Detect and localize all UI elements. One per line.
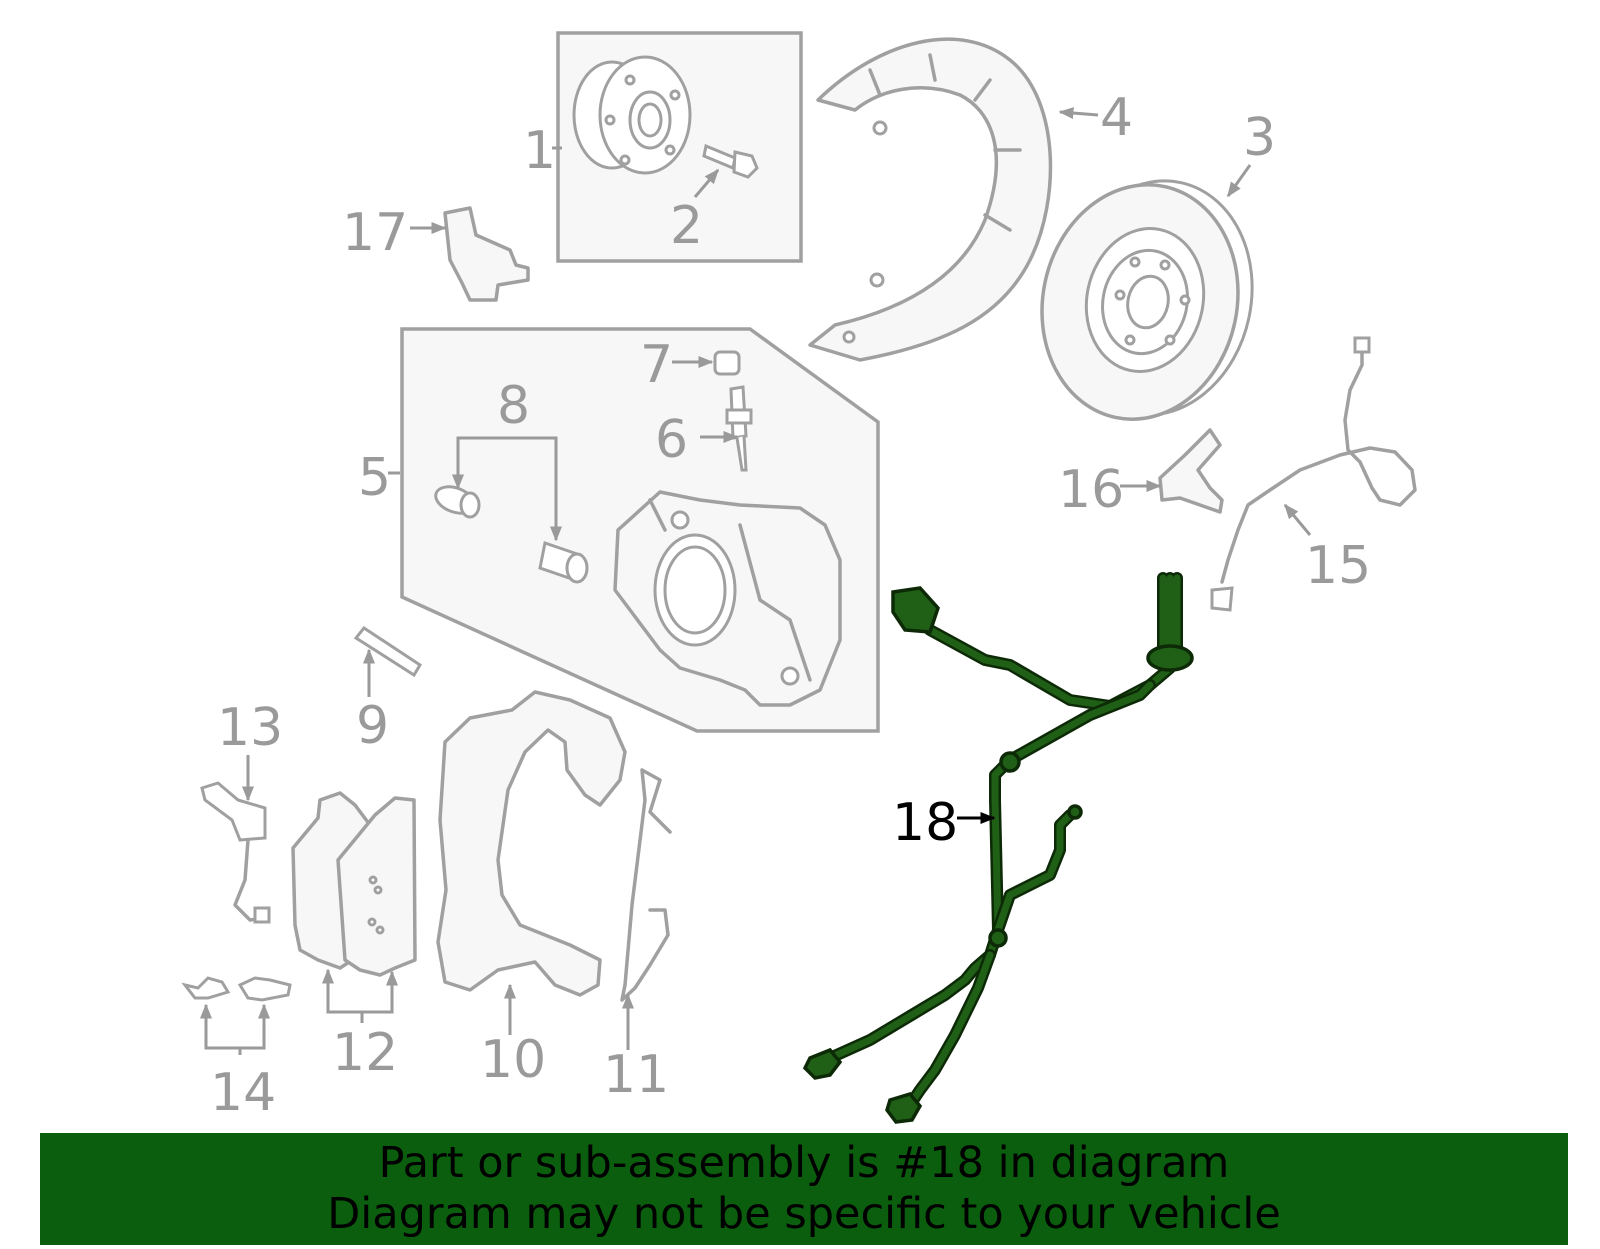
brake-rotor-part bbox=[1040, 179, 1254, 421]
part-label-3: 3 bbox=[1243, 108, 1276, 168]
part-label-9: 9 bbox=[356, 696, 389, 756]
part-label-17: 17 bbox=[342, 203, 408, 263]
part-label-14: 14 bbox=[210, 1063, 276, 1123]
bushing-part bbox=[434, 485, 589, 584]
splash-shield-part bbox=[808, 37, 1053, 362]
part-label-15: 15 bbox=[1305, 536, 1371, 596]
bolt-part bbox=[702, 143, 759, 179]
part-label-5: 5 bbox=[358, 448, 391, 508]
info-banner: Part or sub-assembly is #18 in diagram D… bbox=[40, 1133, 1568, 1245]
hub-assembly-group bbox=[556, 31, 803, 263]
pin-part bbox=[353, 625, 423, 678]
part-label-12: 12 bbox=[332, 1023, 398, 1083]
sensor-part bbox=[443, 206, 530, 302]
brake-pads-part bbox=[291, 791, 417, 977]
part-label-16: 16 bbox=[1058, 460, 1124, 520]
banner-line-1: Part or sub-assembly is #18 in diagram bbox=[378, 1138, 1230, 1188]
part-label-11: 11 bbox=[603, 1045, 669, 1105]
part-label-8: 8 bbox=[497, 376, 530, 436]
caliper-part bbox=[613, 490, 842, 707]
wheel-hub-part bbox=[572, 55, 692, 175]
leader-lines bbox=[200, 107, 1312, 1055]
banner-line-2: Diagram may not be specific to your vehi… bbox=[327, 1189, 1281, 1239]
part-label-6: 6 bbox=[655, 410, 688, 470]
part-label-13: 13 bbox=[217, 698, 283, 758]
part-label-10: 10 bbox=[480, 1030, 546, 1090]
spring-clip-part bbox=[620, 768, 672, 1002]
guide-bolt-part bbox=[725, 385, 753, 472]
part-labels: 1 2 3 4 5 6 7 8 9 10 11 12 13 14 15 16 1… bbox=[210, 88, 1371, 1123]
wiring-harness-part bbox=[802, 572, 1194, 1124]
part-label-4: 4 bbox=[1100, 88, 1133, 148]
brake-hose-part bbox=[1210, 336, 1417, 612]
part-label-7: 7 bbox=[640, 335, 673, 395]
caliper-bracket-part bbox=[436, 690, 627, 997]
clip-part bbox=[181, 976, 292, 1002]
part-label-18: 18 bbox=[892, 793, 958, 853]
part-label-1: 1 bbox=[523, 121, 556, 181]
wear-sensor-part bbox=[200, 781, 271, 924]
part-label-2: 2 bbox=[670, 196, 703, 256]
bleeder-cap-part bbox=[713, 350, 741, 376]
hose-bracket-part bbox=[1158, 428, 1224, 514]
